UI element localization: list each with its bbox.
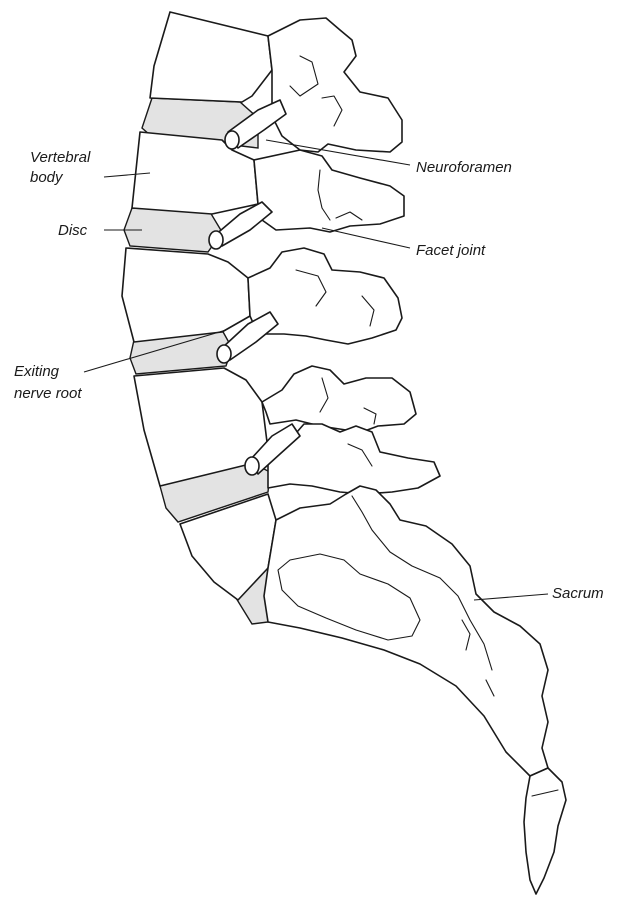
label-vertebral-body-1: Vertebral [30,149,91,166]
sacrum-group [264,486,566,894]
nerve-root-l2-end [209,231,223,249]
label-sacrum: Sacrum [552,585,604,602]
vertebral-body-l1 [150,12,272,102]
leader-facet-joint [322,228,410,248]
vertebral-body-l3 [122,248,250,342]
leader-sacrum [474,594,548,600]
label-facet-joint: Facet joint [416,242,486,259]
coccyx [524,768,566,894]
sacrum-bone [264,486,548,776]
nerve-root-l4-end [245,457,259,475]
posterior-element-l2 [254,150,404,232]
posterior-element-l1 [268,18,402,152]
label-exiting-1: Exiting [14,363,60,380]
posterior-elements [248,18,440,494]
label-exiting-2: nerve root [14,385,82,402]
label-vertebral-body-2: body [30,169,64,186]
posterior-element-l4 [262,366,416,432]
nerve-root-l1-end [225,131,239,149]
nerve-root-l3-end [217,345,231,363]
label-neuroforamen: Neuroforamen [416,159,512,176]
label-disc: Disc [58,222,88,239]
